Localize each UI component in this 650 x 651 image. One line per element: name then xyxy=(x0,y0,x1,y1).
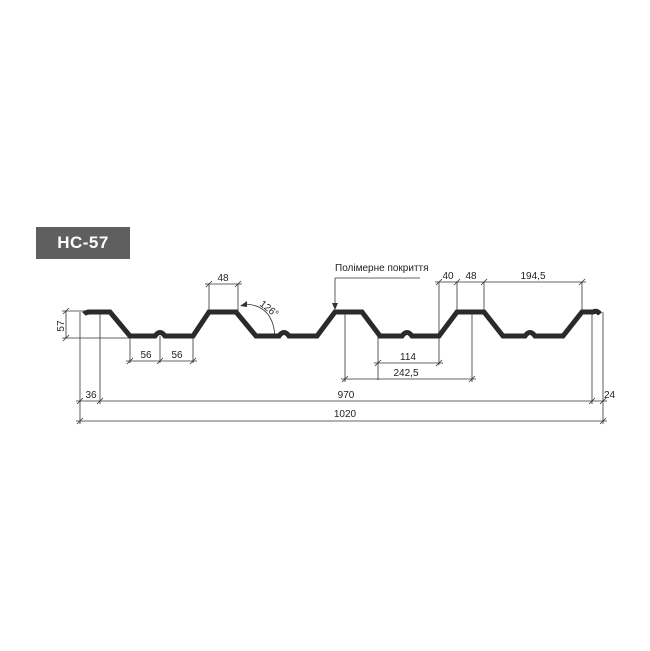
width-114-label: 114 xyxy=(400,352,416,363)
total-width-dimension: 1020 xyxy=(76,409,607,425)
coating-callout: Полімерне покриття xyxy=(332,263,429,310)
width-242-dimension: 242,5 xyxy=(341,312,476,383)
right-24-label: 24 xyxy=(604,390,616,401)
width-1020-label: 1020 xyxy=(334,409,357,420)
bottom-right-label: 56 xyxy=(171,350,183,361)
coating-label: Полімерне покриття xyxy=(335,263,429,274)
height-label: 57 xyxy=(56,320,67,332)
top-rib-width-label: 48 xyxy=(217,273,229,284)
top-right-dimensions: 40 48 194,5 xyxy=(435,271,586,336)
profile-name-badge: НС-57 xyxy=(36,227,130,259)
bottom-flat-dimension: 56 56 xyxy=(126,336,197,365)
top-48b-label: 48 xyxy=(465,271,477,282)
width-242-label: 242,5 xyxy=(393,368,418,379)
angle-dimension: 126° xyxy=(240,299,280,339)
top-rib-width-dimension: 48 xyxy=(205,273,242,312)
profile-outline xyxy=(82,308,602,339)
left-36-label: 36 xyxy=(85,390,97,401)
bottom-left-label: 56 xyxy=(140,350,152,361)
angle-label: 126° xyxy=(257,299,280,320)
height-dimension: 57 xyxy=(56,307,132,342)
width-114-dimension: 114 xyxy=(374,336,443,380)
top-194-label: 194,5 xyxy=(520,271,545,282)
rib-40-label: 40 xyxy=(442,271,454,282)
working-width-dimension: 36 970 24 xyxy=(76,312,616,424)
width-970-label: 970 xyxy=(338,390,355,401)
